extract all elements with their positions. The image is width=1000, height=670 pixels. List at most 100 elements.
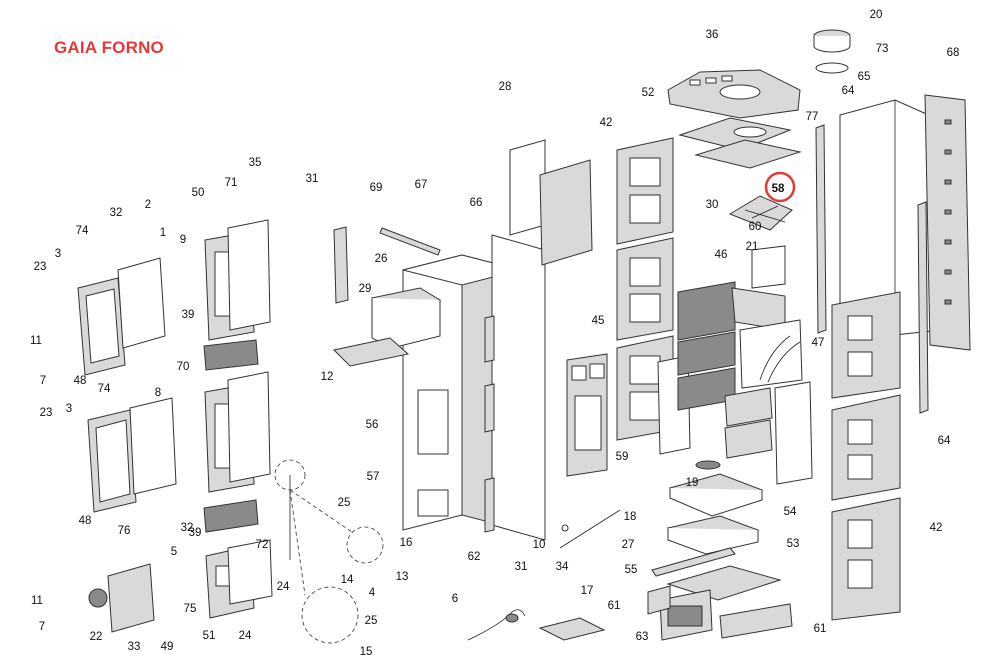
part-number-7: 7	[40, 375, 46, 387]
part-number-23: 23	[40, 407, 53, 419]
part-ash-pan-27	[666, 515, 760, 555]
part-number-16: 16	[400, 537, 413, 549]
part-number-18: 18	[624, 511, 637, 523]
part-side-wall-66	[491, 234, 546, 541]
part-frame-51-72	[205, 539, 273, 619]
part-rear-panel-68	[924, 94, 971, 351]
diagram-title: GAIA FORNO	[54, 38, 164, 57]
part-base-53	[651, 547, 782, 601]
part-number-11: 11	[30, 335, 42, 347]
part-door-48-bottom	[87, 409, 137, 513]
part-top-plate	[678, 117, 802, 169]
part-number-68: 68	[947, 47, 960, 59]
part-number-12: 12	[321, 371, 334, 383]
part-number-61: 61	[814, 623, 827, 635]
part-number-77: 77	[806, 111, 819, 123]
part-number-28: 28	[499, 81, 512, 93]
part-number-72: 72	[256, 539, 269, 551]
part-number-70: 70	[177, 361, 190, 373]
part-number-74: 74	[98, 383, 111, 395]
part-ceramic-tiles-42-right	[831, 291, 901, 621]
part-number-74: 74	[76, 225, 89, 237]
part-number-65: 65	[858, 71, 871, 83]
part-brazier-18	[668, 460, 764, 517]
part-hook-10	[561, 524, 569, 532]
part-glass-71-bottom	[227, 371, 271, 483]
part-fan-63	[647, 585, 793, 641]
part-number-32: 32	[181, 522, 194, 534]
part-number-64: 64	[938, 435, 951, 447]
part-number-20: 20	[870, 9, 883, 21]
part-number-27: 27	[622, 539, 635, 551]
part-number-75: 75	[184, 603, 197, 615]
part-gasket-76	[129, 397, 177, 495]
part-number-14: 14	[341, 574, 354, 586]
part-number-11: 11	[31, 595, 43, 607]
highlight-circle-58	[764, 171, 796, 203]
part-number-50: 50	[192, 187, 205, 199]
part-number-46: 46	[715, 249, 728, 261]
part-number-49: 49	[161, 641, 174, 653]
part-number-55: 55	[625, 564, 638, 576]
part-number-47: 47	[812, 337, 825, 349]
part-number-34: 34	[556, 561, 569, 573]
part-number-15: 15	[360, 646, 373, 658]
part-number-36: 36	[706, 29, 719, 41]
part-number-60: 60	[749, 221, 762, 233]
part-number-45: 45	[592, 315, 605, 327]
part-number-9: 9	[180, 234, 186, 246]
detail-circle-handle	[274, 459, 384, 644]
part-number-63: 63	[636, 631, 649, 643]
part-firebox-liner-46	[677, 281, 803, 411]
part-deflector-21	[724, 387, 773, 459]
part-number-2: 2	[145, 199, 151, 211]
part-number-7: 7	[39, 621, 45, 633]
part-number-58: 58	[772, 183, 785, 195]
part-number-3: 3	[66, 403, 72, 415]
part-number-19: 19	[686, 477, 699, 489]
part-cable-6	[467, 609, 526, 641]
part-number-17: 17	[581, 585, 594, 597]
part-number-56: 56	[366, 419, 379, 431]
part-number-61: 61	[608, 600, 621, 612]
part-cover-17	[538, 617, 606, 641]
part-glass-74-top	[117, 257, 166, 349]
part-number-48: 48	[79, 515, 92, 527]
part-number-21: 21	[746, 241, 759, 253]
part-ash-door-49	[88, 563, 155, 633]
part-number-71: 71	[225, 177, 238, 189]
part-number-32: 32	[110, 207, 123, 219]
part-number-67: 67	[415, 179, 428, 191]
part-number-1: 1	[160, 227, 166, 239]
part-number-33: 33	[128, 641, 141, 653]
part-number-13: 13	[396, 571, 409, 583]
part-number-24: 24	[239, 630, 252, 642]
part-door-frame-45	[566, 353, 608, 477]
part-number-66: 66	[470, 197, 483, 209]
part-number-54: 54	[784, 506, 797, 518]
part-number-26: 26	[375, 253, 388, 265]
part-number-42: 42	[600, 117, 613, 129]
part-number-39: 39	[189, 527, 202, 539]
part-number-57: 57	[367, 471, 380, 483]
part-number-24: 24	[277, 581, 290, 593]
part-top-cover	[667, 69, 801, 119]
part-number-73: 73	[876, 43, 889, 55]
part-number-3: 3	[55, 248, 61, 260]
part-flue-collar	[813, 29, 851, 74]
part-number-8: 8	[155, 387, 161, 399]
part-rod-34	[559, 509, 621, 549]
part-brackets-31	[333, 226, 495, 533]
part-number-52: 52	[642, 87, 655, 99]
part-number-30: 30	[706, 199, 719, 211]
part-number-25: 25	[338, 497, 351, 509]
part-number-4: 4	[369, 587, 376, 599]
part-strip-64-right	[917, 201, 929, 414]
part-number-53: 53	[787, 538, 800, 550]
part-grille-39-top	[203, 339, 259, 371]
part-number-59: 59	[616, 451, 629, 463]
part-number-42: 42	[930, 522, 943, 534]
part-number-22: 22	[90, 631, 103, 643]
part-number-35: 35	[249, 157, 262, 169]
